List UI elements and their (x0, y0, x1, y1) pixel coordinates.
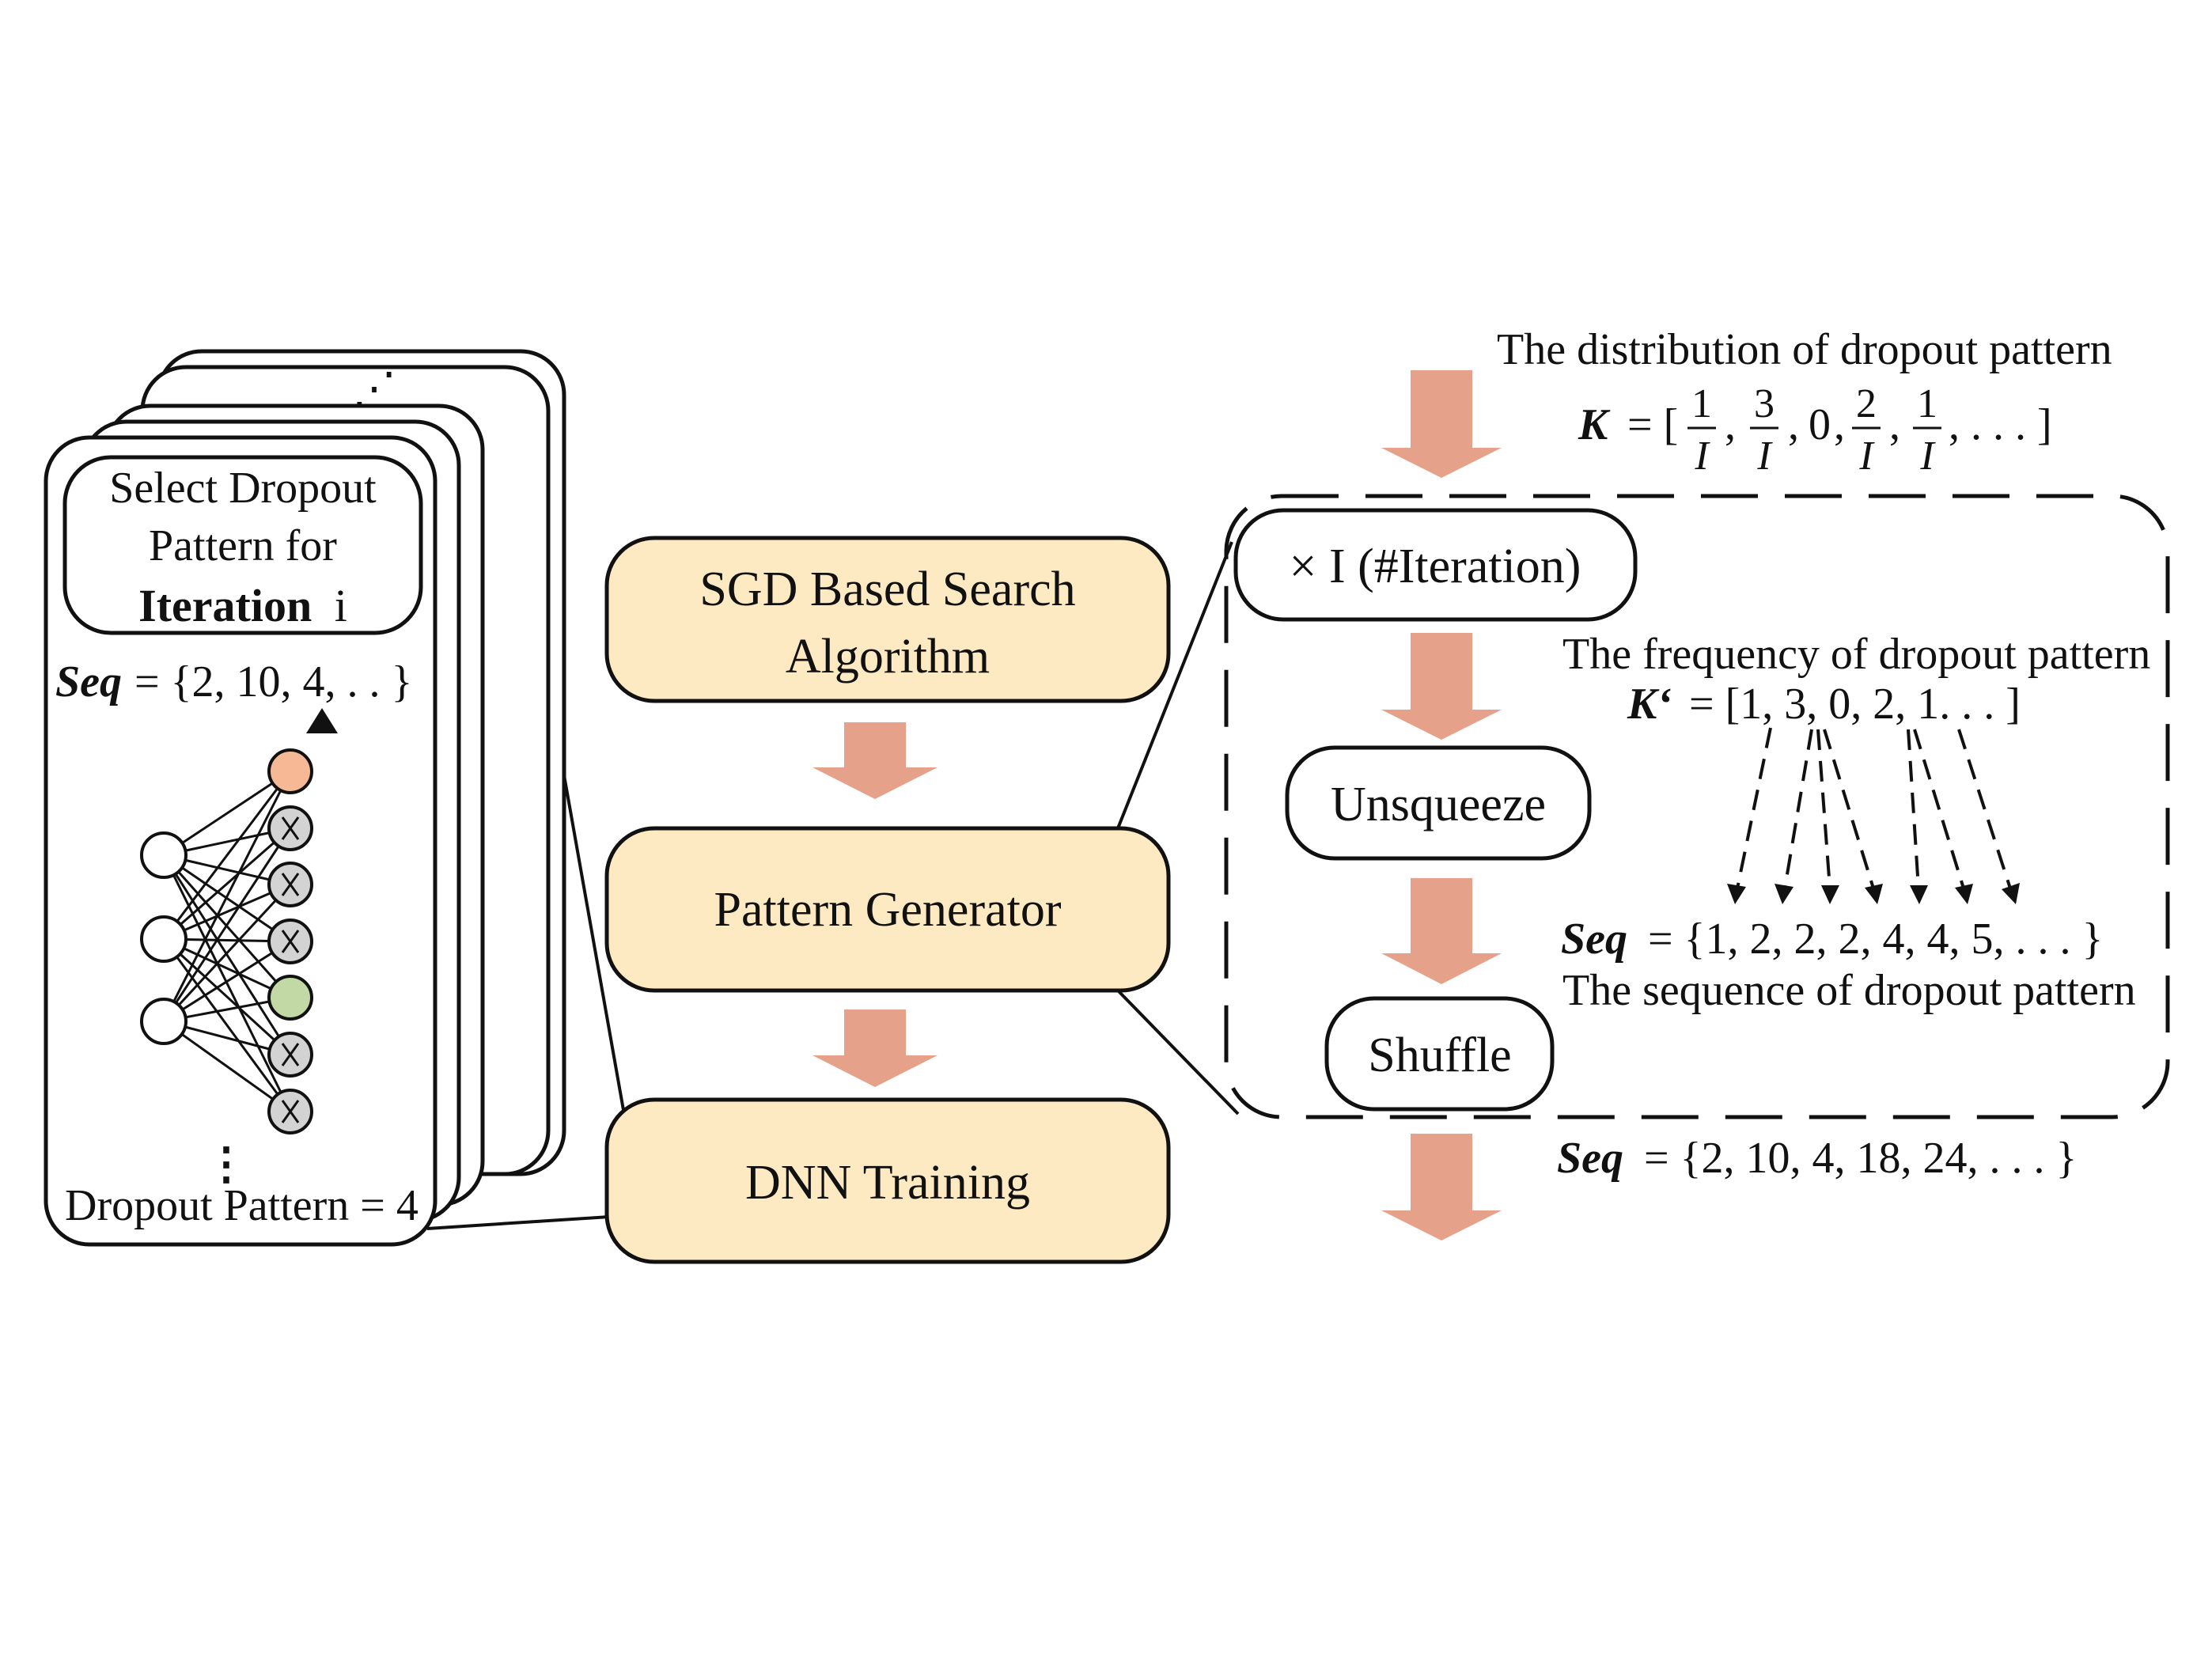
k-fraction: 1 I (1913, 381, 1941, 479)
stack-continuation-dots: ⋰ (352, 365, 396, 414)
kprime-label: K‘ (1627, 680, 1672, 729)
expansion-arrow (1823, 729, 1875, 889)
dnn-training-box: DNN Training (604, 1097, 1171, 1264)
dropped-node (267, 1032, 313, 1078)
k-fraction: 3 I (1750, 381, 1778, 479)
expansion-arrow (1907, 729, 1920, 889)
select-pattern-box (62, 455, 423, 635)
arrow-iteration-to-unsqueeze (1381, 633, 1502, 740)
k-fraction: 2 I (1852, 381, 1881, 479)
input-nodes (140, 831, 187, 1045)
select-pattern-line3: Iteration i (138, 580, 347, 631)
iteration-label: × I (#Iteration) (1290, 540, 1581, 593)
svg-text:,: , (1834, 400, 1845, 449)
zoom-line-top (1116, 541, 1233, 829)
svg-text:I: I (1858, 434, 1875, 479)
svg-text:3: 3 (1754, 381, 1775, 426)
select-pattern-line2: Pattern for (149, 521, 337, 570)
svg-text:,: , (1788, 400, 1799, 449)
arrow-shuffle-output (1381, 1134, 1502, 1240)
connector-stack-top (562, 775, 625, 1111)
expansion-arrow (1816, 729, 1831, 889)
pattern-generator-label: Pattern Generator (714, 883, 1062, 937)
card-front (44, 435, 437, 1247)
frequency-caption: The frequency of dropout pattern (1562, 630, 2150, 679)
left-seq-value: = {2, 10, 4, . . } (134, 657, 412, 706)
arrow-into-generator (1381, 370, 1502, 478)
neural-network (140, 748, 313, 1134)
arrow-generator-to-training (812, 1009, 937, 1087)
dropped-node (267, 1089, 313, 1134)
dnn-training-label: DNN Training (745, 1156, 1030, 1210)
expansion-arrow (1736, 727, 1772, 889)
unsqueeze-box: Unsqueeze (1285, 745, 1592, 861)
sequence-caption: The sequence of dropout pattern (1562, 966, 2136, 1015)
input-node (140, 831, 187, 879)
select-pattern-iteration: Iteration (138, 580, 312, 631)
distribution-caption: The distribution of dropout pattern (1497, 325, 2112, 374)
select-pattern-i: i (335, 580, 347, 631)
dropped-node (267, 862, 313, 907)
svg-text:,: , (1725, 400, 1736, 449)
kprime-value: = [1, 3, 0, 2, 1. . . ] (1689, 680, 2021, 729)
input-node (140, 998, 187, 1045)
active-node-green (267, 975, 313, 1021)
generator-detail-region (1224, 494, 2170, 1119)
shuffle-label: Shuffle (1368, 1028, 1511, 1082)
expansion-arrow (1783, 729, 1813, 889)
shuffled-seq-value: = {2, 10, 4, 18, 24, . . . } (1644, 1134, 2077, 1183)
unsqueeze-label: Unsqueeze (1331, 778, 1546, 831)
svg-text:,: , (1889, 400, 1900, 449)
dropped-node (267, 805, 313, 851)
svg-text:2: 2 (1856, 381, 1877, 426)
selected-pattern-pointer (306, 708, 338, 733)
output-nodes (267, 748, 313, 1134)
iteration-box: × I (#Iteration) (1233, 508, 1638, 622)
left-seq-label: Seq (55, 657, 122, 706)
expansion-arrowheads (1727, 883, 2020, 904)
shuffled-seq-label: Seq (1557, 1134, 1623, 1183)
zoom-line-bottom (1116, 989, 1240, 1115)
expanded-seq-label: Seq (1561, 915, 1627, 964)
svg-text:1: 1 (1691, 381, 1712, 426)
dropout-pattern-footer: Dropout Pattern = 4 (65, 1181, 419, 1230)
sgd-box: SGD Based Search Algorithm (604, 536, 1171, 703)
k-zero: 0 (1809, 400, 1831, 449)
network-continuation-dots: ⋮ (204, 1140, 248, 1189)
k-tail: , . . . ] (1949, 400, 2052, 449)
expansion-arrows (1736, 727, 2012, 889)
active-node-orange (267, 748, 313, 794)
connector-stack-bottom (426, 1215, 610, 1230)
svg-text:I: I (1919, 434, 1936, 479)
svg-text:1: 1 (1917, 381, 1937, 426)
arrow-sgd-to-generator (812, 722, 937, 799)
sgd-line2: Algorithm (786, 630, 990, 684)
arrow-unsqueeze-to-shuffle (1381, 878, 1502, 984)
expansion-arrow (1957, 729, 2012, 889)
select-pattern-line1: Select Dropout (109, 464, 377, 513)
k-label: K (1578, 400, 1611, 449)
k-eq: = [ (1627, 400, 1678, 449)
shuffle-box: Shuffle (1324, 996, 1555, 1112)
k-distribution: K = [ 1 I , 3 I , 0 , 2 I , 1 I , . . . … (1578, 381, 2052, 479)
sgd-line1: SGD Based Search (699, 562, 1075, 616)
pattern-generator-box: Pattern Generator (604, 826, 1171, 993)
dropped-node (267, 919, 313, 964)
k-fraction: 1 I (1687, 381, 1716, 479)
svg-text:I: I (1694, 434, 1710, 479)
input-node (140, 915, 187, 963)
expansion-arrow (1913, 729, 1965, 889)
expanded-seq-value: = {1, 2, 2, 2, 4, 4, 5, . . . } (1648, 915, 2103, 964)
svg-text:I: I (1756, 434, 1773, 479)
